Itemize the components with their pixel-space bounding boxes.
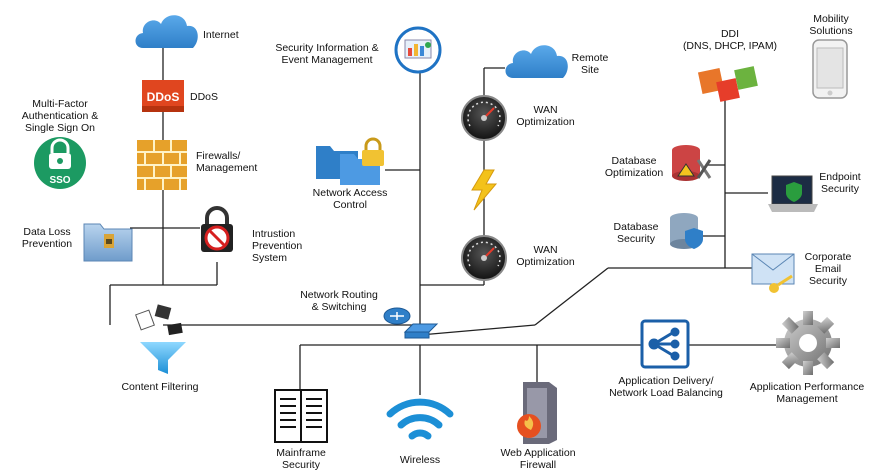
wan2-label: WAN Optimization xyxy=(516,244,575,268)
db-sec-label: Database Security xyxy=(613,221,659,245)
db-opt-label: Database Optimization xyxy=(604,155,664,179)
sso-badge-text: SSO xyxy=(49,175,70,186)
adc-label: Application Delivery/ Network Load Balan… xyxy=(609,375,723,399)
email-key-icon xyxy=(751,253,795,293)
folder-lock-icon xyxy=(83,223,133,262)
smartphone-icon xyxy=(812,39,848,99)
ddi-cubes-icon xyxy=(697,66,758,102)
gauge-icon xyxy=(461,95,507,141)
router-icon xyxy=(383,307,411,325)
gauge-icon xyxy=(461,235,507,281)
server-fire-icon xyxy=(517,382,557,444)
email-sec-label: Corporate Email Security xyxy=(804,251,852,287)
nac-label: Network Access Control xyxy=(312,187,388,211)
mainframe-label: Mainframe Security xyxy=(276,447,326,471)
cloud-icon xyxy=(505,45,568,78)
internet-label: Internet xyxy=(203,29,239,41)
ddos-logo-text: DDoS xyxy=(147,90,180,104)
brick-wall-icon xyxy=(137,140,187,190)
cloud-icon xyxy=(135,15,198,49)
switch-icon xyxy=(403,323,439,339)
ips-label: Intrustion Prevention System xyxy=(252,228,303,264)
apm-label: Application Performance Management xyxy=(749,381,865,405)
database-tools-icon xyxy=(672,145,712,181)
lightning-icon xyxy=(471,169,498,211)
ddos-logo: DDoS xyxy=(142,80,184,112)
mainframe-icon xyxy=(274,389,328,443)
sso-lock-icon: SSO xyxy=(34,137,86,189)
siem-label: Security Information & Event Management xyxy=(275,42,379,66)
endpoint-label: Endpoint Security xyxy=(819,171,861,195)
intrusion-prevention-icon xyxy=(201,206,233,252)
load-balancer-icon xyxy=(640,319,690,369)
waf-label: Web Application Firewall xyxy=(500,447,576,471)
dlp-label: Data Loss Prevention xyxy=(21,226,73,250)
routing-label: Network Routing & Switching xyxy=(300,289,378,313)
mfa-label: Multi-Factor Authentication & Single Sig… xyxy=(21,98,99,134)
funnel-icon xyxy=(135,304,186,374)
gear-icon xyxy=(776,311,840,375)
firewalls-label: Firewalls/ Management xyxy=(196,150,258,174)
mobility-label: Mobility Solutions xyxy=(809,13,853,37)
folder-lock-icon xyxy=(316,137,384,185)
content-filtering-label: Content Filtering xyxy=(121,381,199,393)
database-shield-icon xyxy=(670,213,703,249)
remote-site-label: Remote Site xyxy=(571,52,609,76)
siem-dashboard-icon xyxy=(394,26,442,74)
ddos-label: DDoS xyxy=(190,91,219,103)
laptop-shield-icon xyxy=(768,175,818,212)
ddi-label: DDI (DNS, DHCP, IPAM) xyxy=(682,28,778,52)
wifi-icon xyxy=(386,398,454,440)
wan1-label: WAN Optimization xyxy=(516,104,575,128)
wireless-label: Wireless xyxy=(399,454,441,466)
